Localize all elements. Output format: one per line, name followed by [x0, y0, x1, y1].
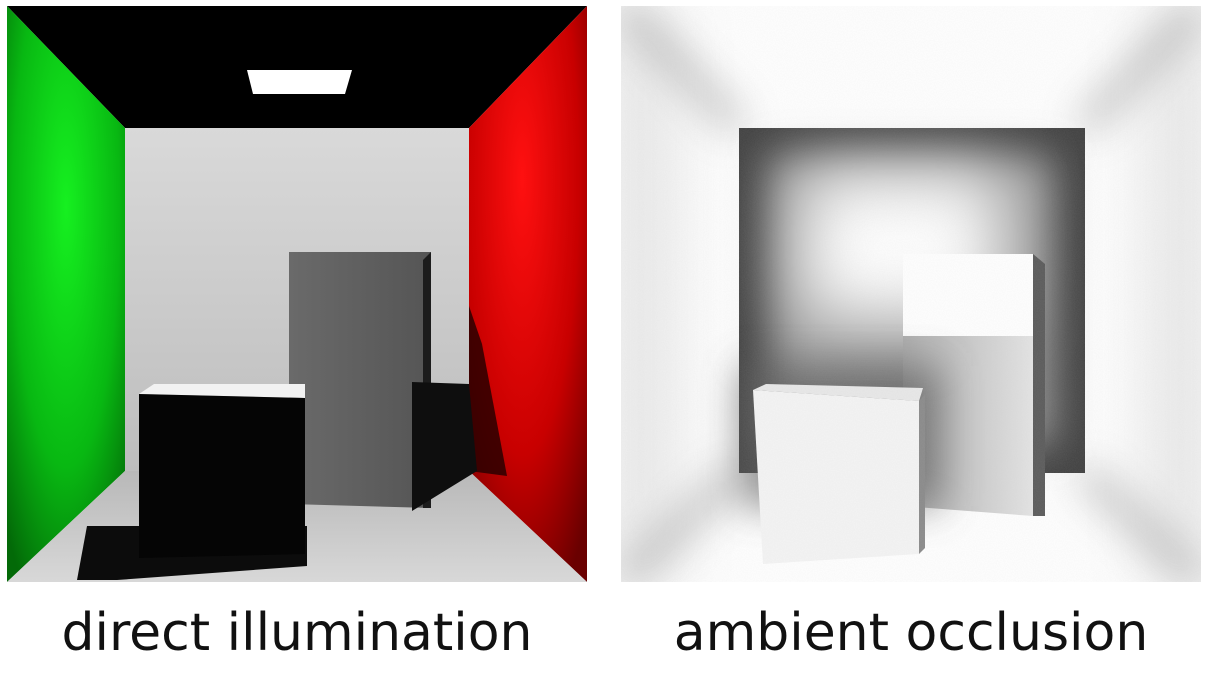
tall-box-wall-shadow: [469, 306, 507, 476]
caption-ambient-occlusion: ambient occlusion: [673, 603, 1149, 663]
ambient-occlusion-render: [621, 6, 1201, 582]
caption-direct-illumination: direct illumination: [61, 603, 533, 663]
tall-box-front: [289, 252, 431, 508]
ceiling-light: [247, 70, 352, 94]
short-box-front: [139, 394, 305, 558]
ambient-occlusion-scene: [621, 6, 1201, 582]
left-wall-green: [7, 6, 125, 582]
direct-illumination-render: [7, 6, 587, 582]
ceiling: [7, 6, 587, 128]
short-box-top: [139, 384, 305, 398]
direct-illumination-scene: [7, 6, 587, 582]
tall-box-shadow: [412, 382, 477, 511]
ao-noise-grain: [621, 6, 1201, 582]
